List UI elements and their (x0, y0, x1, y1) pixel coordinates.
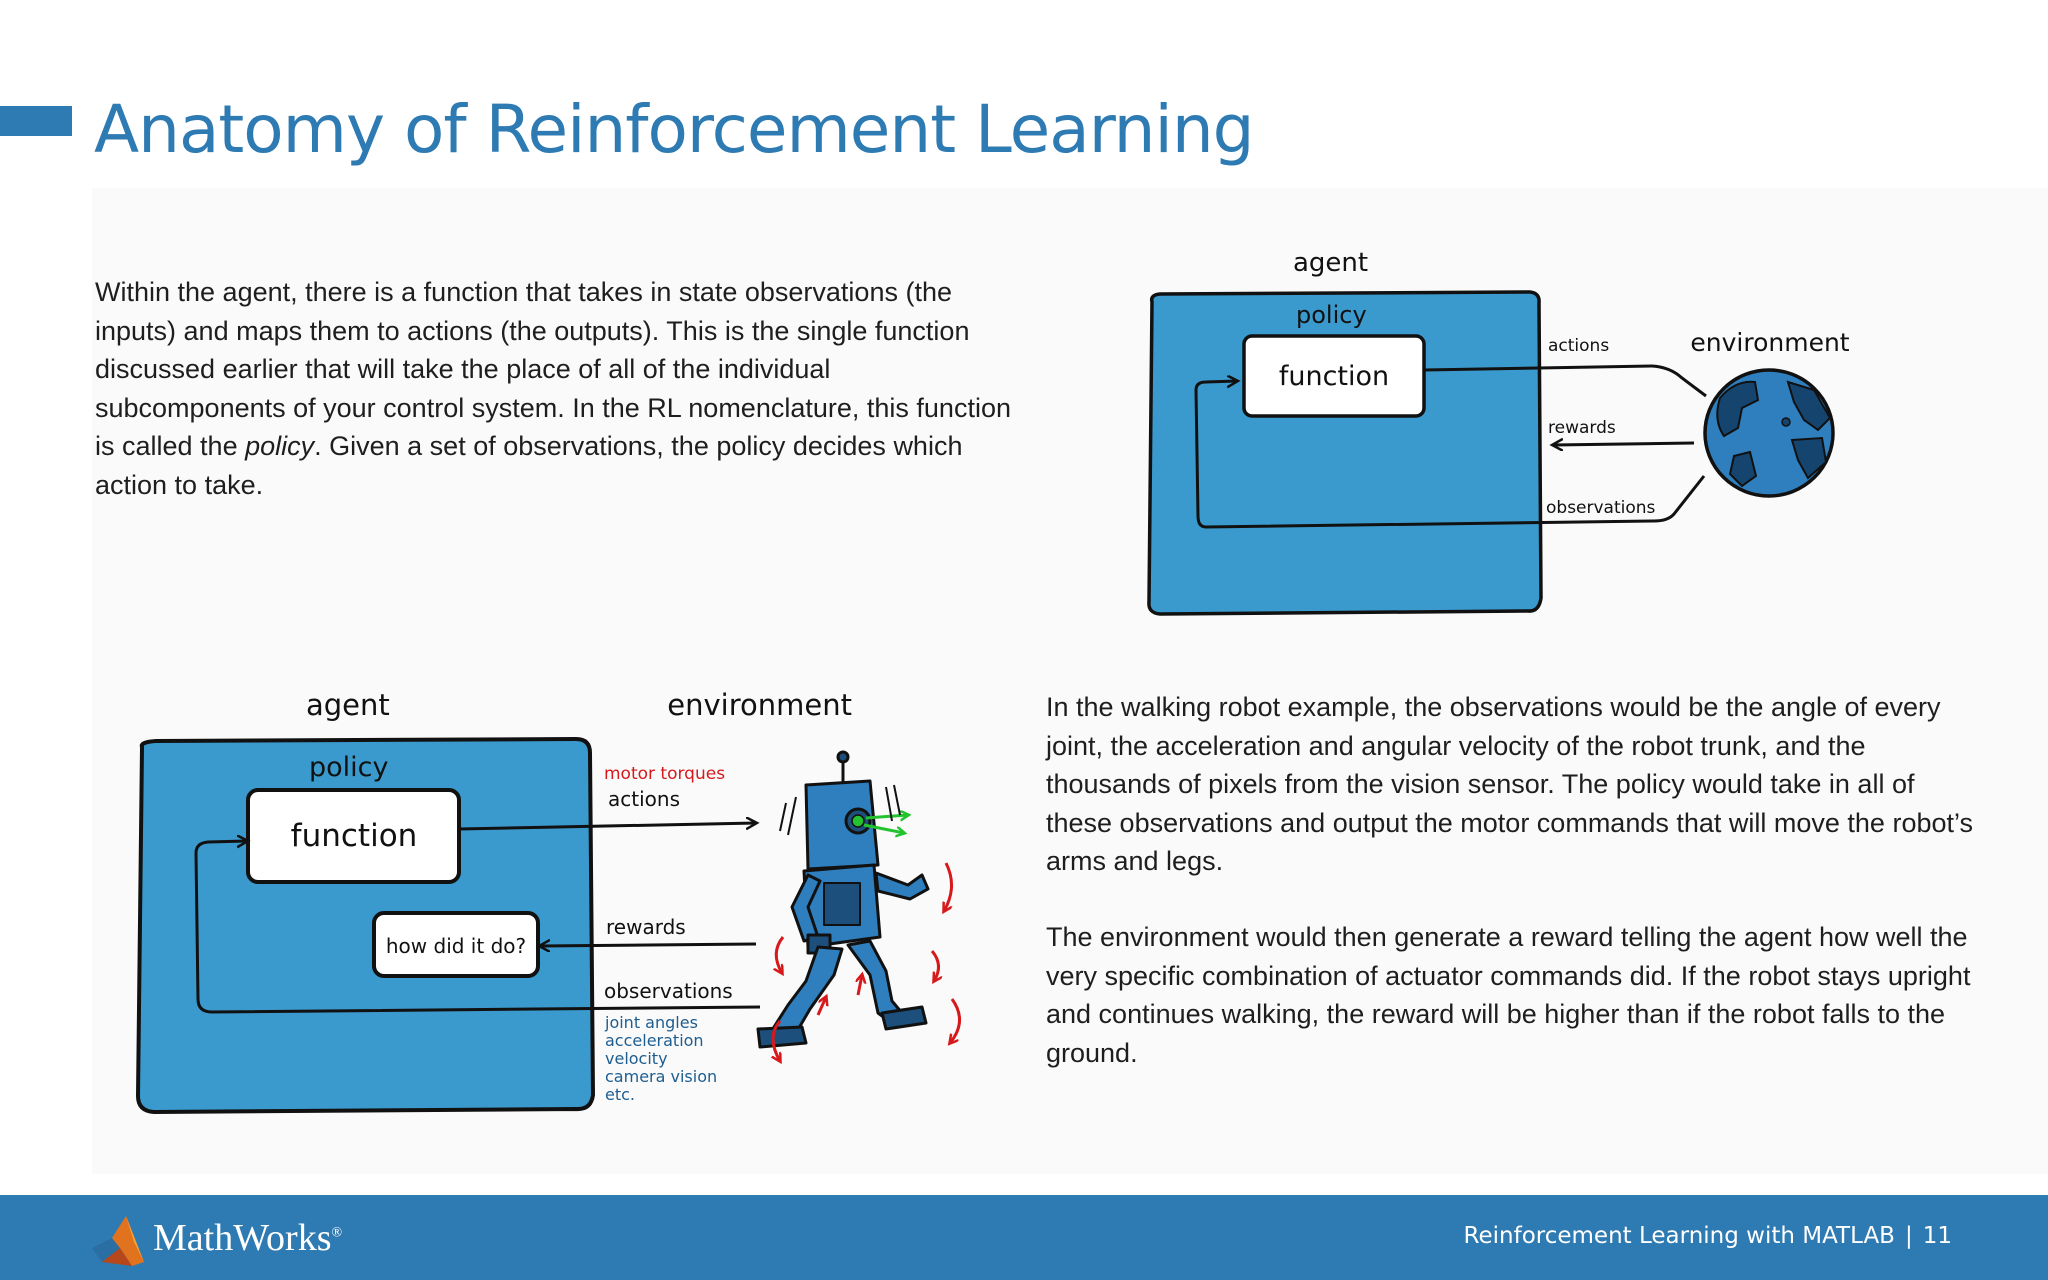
bottom-actions-label: actions (608, 787, 680, 811)
top-actions-label: actions (1548, 336, 1609, 356)
top-rewards-arrow (1553, 443, 1695, 445)
bottom-observations-loop (194, 841, 761, 1014)
obs-detail-item: velocity (605, 1049, 668, 1068)
green-vision-arrows (863, 815, 908, 833)
rl-loop-diagram-walking-robot: agent environment policy function how di… (135, 688, 961, 1115)
top-environment-label: environment (1690, 328, 1849, 357)
bottom-actions-arrow (458, 823, 756, 831)
mathworks-logo-icon (92, 1216, 144, 1266)
earth-globe-icon (1703, 368, 1835, 498)
footer-bar (0, 1195, 2048, 1280)
top-observations-label: observations (1546, 498, 1656, 518)
intro-text-start: Within the agent, there is a function th… (95, 277, 1011, 461)
bottom-policy-label: policy (309, 752, 389, 783)
bottom-agent-label: agent (306, 688, 390, 722)
footer-title: Reinforcement Learning with MATLAB (1463, 1223, 1895, 1249)
how-did-it-do-label: how did it do? (386, 934, 526, 958)
obs-detail-item: acceleration (605, 1031, 704, 1050)
title-accent-bar (0, 106, 72, 136)
reward-paragraph: The environment would then generate a re… (1046, 922, 1971, 1068)
page-title: Anatomy of Reinforcement Learning (94, 91, 1255, 168)
policy-emphasis: policy (245, 431, 315, 461)
bottom-environment-label: environment (667, 688, 852, 722)
top-function-box (1242, 334, 1426, 418)
rl-loop-diagram-top: agent policy function actions rewards ob… (1147, 248, 1850, 616)
bottom-observations-label: observations (604, 979, 733, 1003)
walking-robot-paragraph: In the walking robot example, the observ… (1046, 692, 1974, 876)
top-function-label: function (1279, 361, 1389, 392)
trademark-symbol: ® (331, 1225, 343, 1241)
observation-details-list: joint angles acceleration velocity camer… (604, 1013, 717, 1104)
walking-robot-icon (756, 750, 930, 1049)
intro-paragraph: Within the agent, there is a function th… (95, 273, 1015, 504)
bottom-rewards-arrow (540, 944, 757, 946)
top-rewards-label: rewards (1548, 418, 1616, 438)
intro-text-end: . Given a set of observations, the polic… (95, 431, 963, 500)
obs-detail-item: joint angles (604, 1013, 698, 1032)
bottom-rewards-label: rewards (606, 915, 686, 939)
page-number: 11 (1922, 1223, 1952, 1249)
top-actions-arrow (1423, 364, 1707, 398)
top-agent-label: agent (1293, 248, 1368, 278)
top-observations-loop (1194, 381, 1706, 529)
mathworks-brand: MathWorks® (153, 1216, 342, 1260)
footer-caption: Reinforcement Learning with MATLAB | 11 (1464, 1223, 1952, 1249)
motion-lines (779, 784, 901, 836)
brand-name: MathWorks (153, 1217, 332, 1259)
obs-detail-item: etc. (605, 1085, 635, 1104)
top-policy-label: policy (1296, 301, 1367, 329)
motor-torques-label: motor torques (604, 764, 725, 784)
footer-separator: | (1904, 1223, 1913, 1249)
red-motion-arrows (773, 862, 961, 1061)
obs-detail-item: camera vision (605, 1067, 717, 1086)
bottom-function-label: function (291, 818, 418, 854)
